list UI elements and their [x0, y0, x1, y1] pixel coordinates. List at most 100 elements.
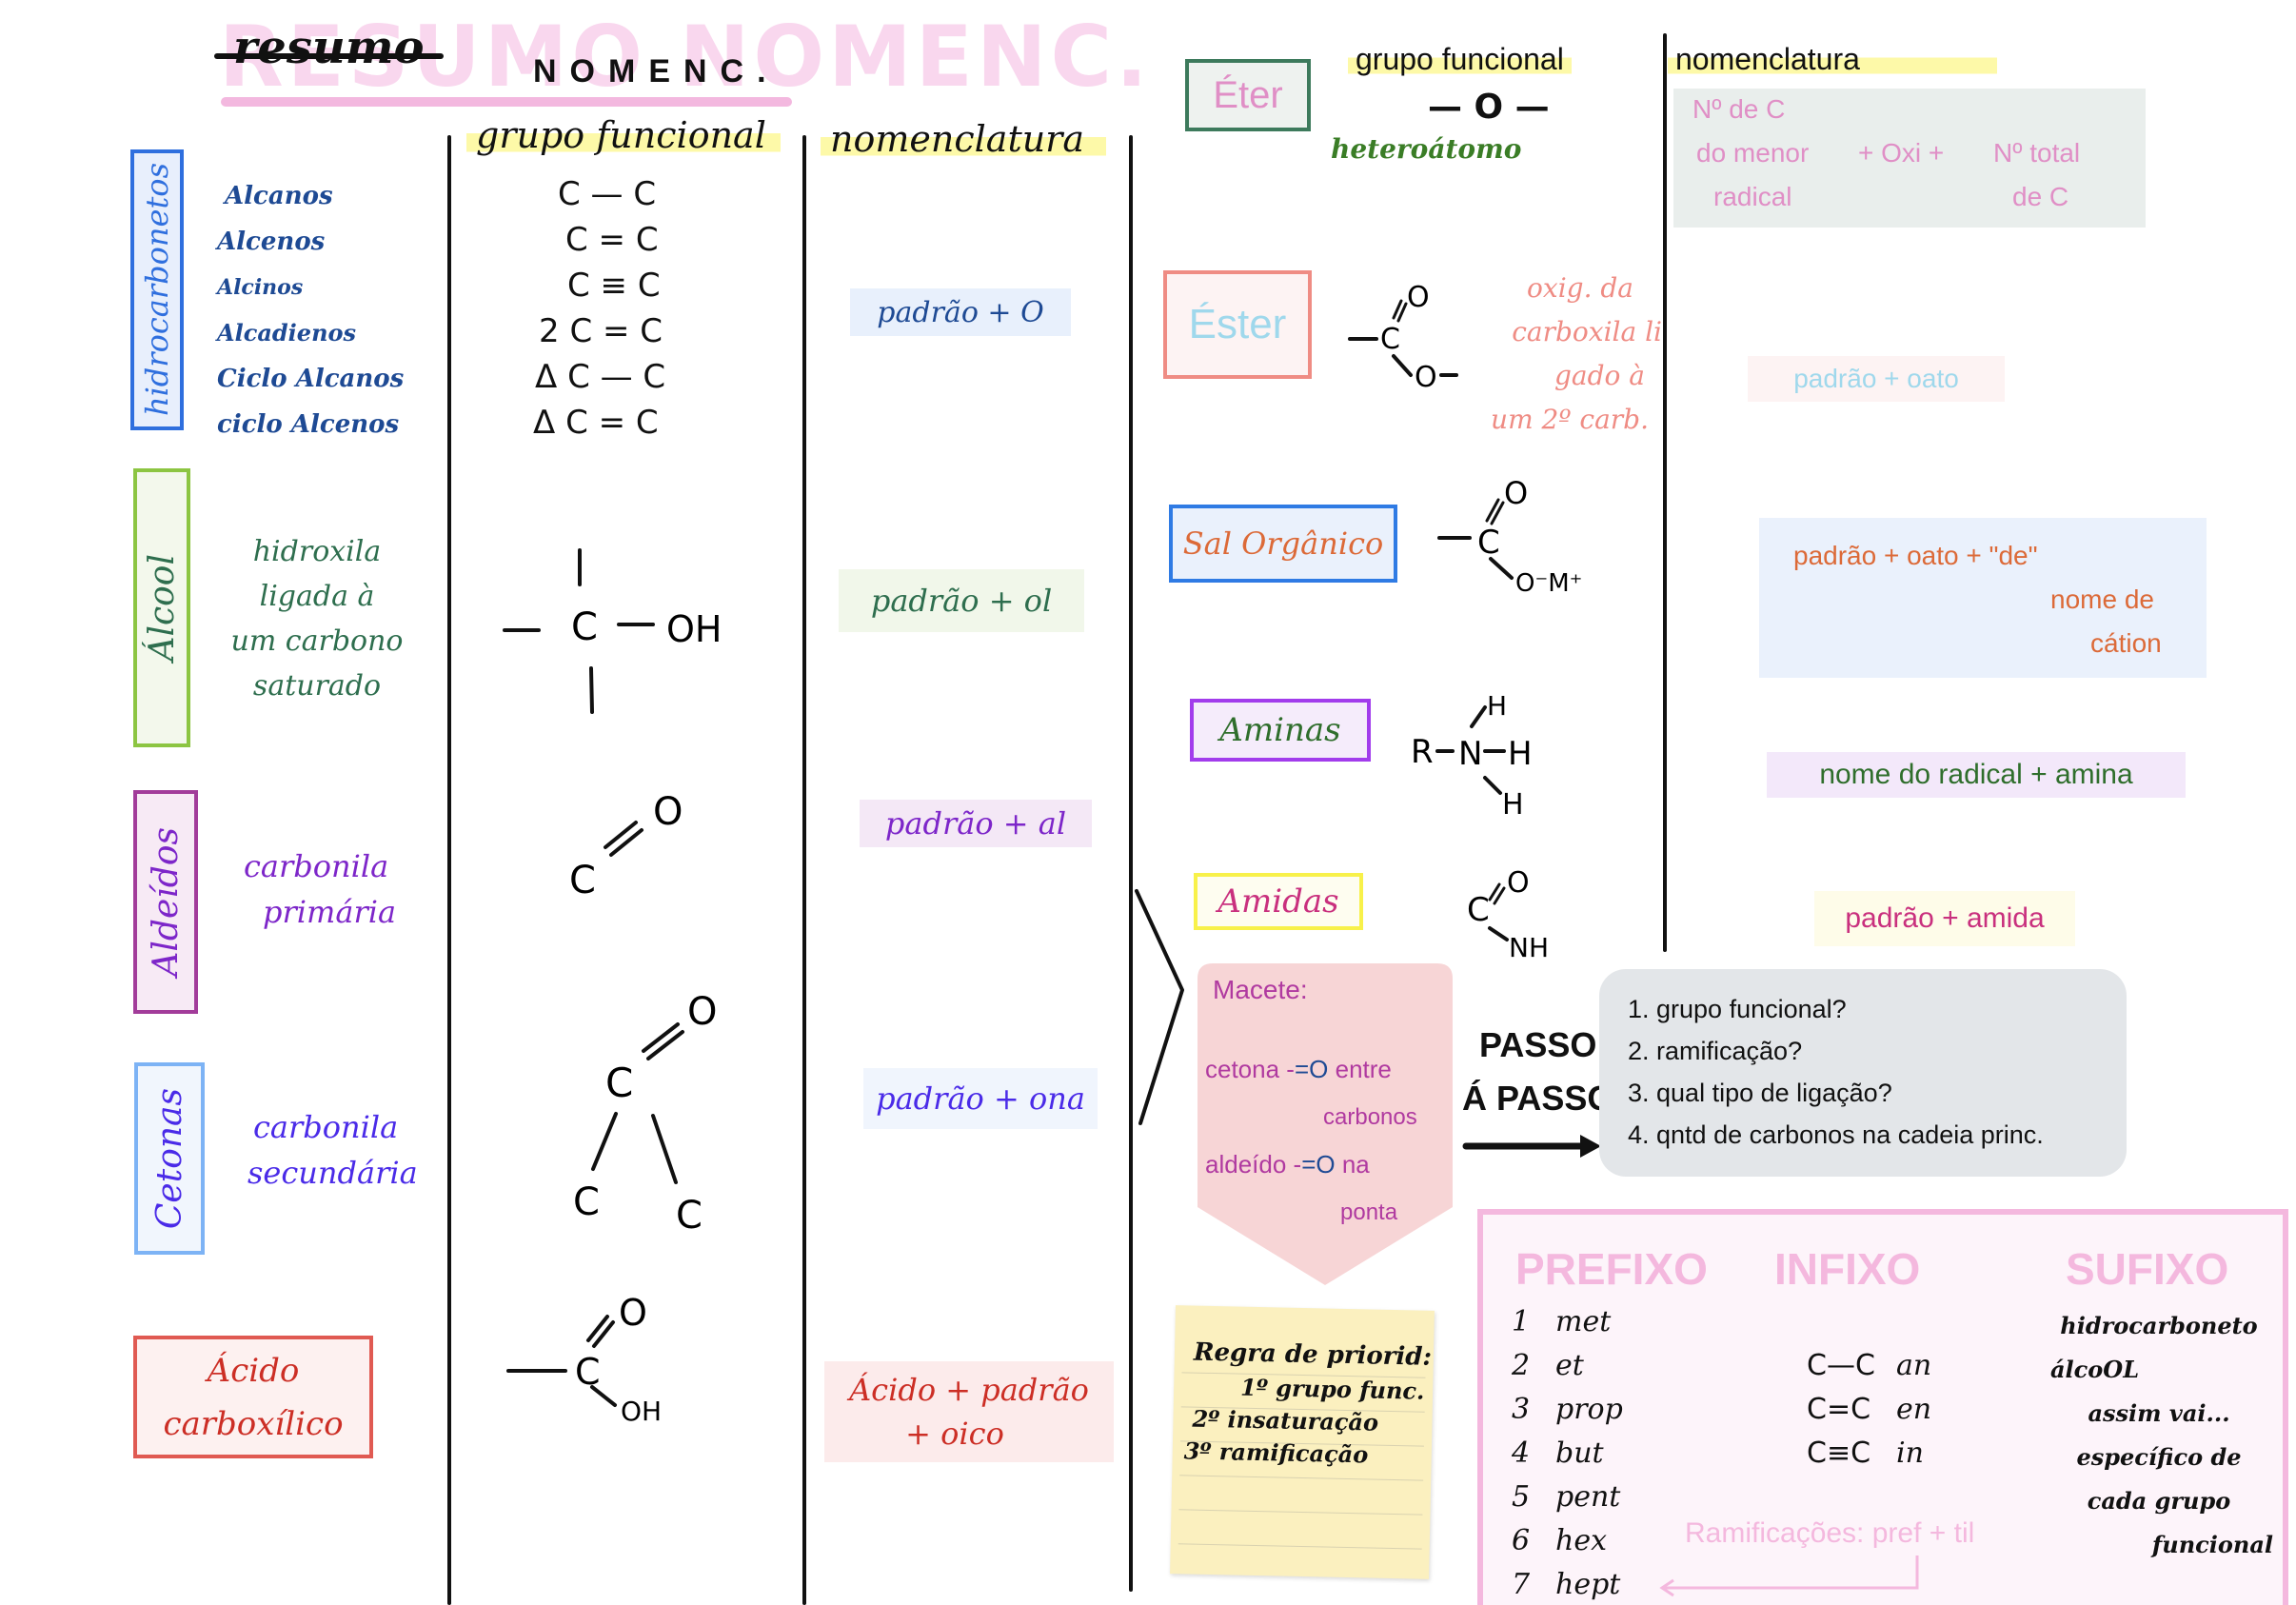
eter-note: heteroátomo	[1331, 133, 1522, 165]
suffix-item: cada grupo	[2087, 1487, 2231, 1515]
nom-line: Ácido + padrão	[849, 1372, 1089, 1408]
atom-o: O	[619, 1292, 647, 1334]
header-nomenclature-right: nomenclatura	[1668, 42, 1997, 77]
passo-title-1: PASSO	[1479, 1025, 1597, 1064]
macete-aldeido-2: ponta	[1340, 1199, 1398, 1225]
atom-o-salt: O⁻M⁺	[1515, 569, 1582, 598]
passo-steps-box: 1. grupo funcional? 2. ramificação? 3. q…	[1599, 969, 2127, 1177]
formula-eter: — O —	[1428, 88, 1550, 127]
passo-title-2: Á PASSO	[1462, 1079, 1614, 1118]
label-aldeidos: Aldeídos	[133, 790, 198, 1014]
title-strike-word: resumo	[214, 21, 444, 74]
desc-line: carbonila	[253, 1109, 399, 1145]
suffix-list: hidrocarboneto álcoOL assim vai... espec…	[2045, 1304, 2273, 1567]
label-acido-carboxilico: Ácido carboxílico	[133, 1336, 373, 1458]
atom-c-left: C	[573, 1180, 600, 1224]
arrow-right-icon	[1462, 1135, 1601, 1158]
divider-col-4	[1663, 33, 1667, 952]
alcool-description: hidroxila ligada à um carbono saturado	[217, 529, 417, 708]
header-infix: INFIXO	[1774, 1244, 1921, 1294]
atom-o: O	[653, 790, 683, 834]
header-nomenclature: nomenclatura	[821, 118, 1106, 160]
atom-c: C	[1380, 323, 1400, 356]
atom-nh: NH	[1509, 932, 1549, 963]
formula-amidas: C O NH	[1467, 866, 1549, 963]
nomenclature-acido-carboxilico: Ácido + padrão + oico	[824, 1361, 1114, 1462]
header-prefix: PREFIXO	[1515, 1244, 1708, 1294]
suffix-item: álcoOL	[2050, 1356, 2140, 1383]
sticky-title: Regra de priorid:	[1193, 1338, 1433, 1372]
atom-o: O	[687, 990, 717, 1034]
suffix-item: assim vai...	[2088, 1399, 2230, 1427]
atom-c: C	[575, 1351, 601, 1393]
atom-n: N	[1458, 735, 1482, 773]
desc-line: saturado	[252, 669, 382, 703]
label-hidrocarbonetos: hidrocarbonetos	[130, 149, 184, 430]
formula-alceno: C = C	[565, 221, 659, 259]
formula-cicloalcano: Δ C — C	[535, 358, 666, 396]
desc-line: carbonila	[244, 848, 389, 884]
nomenclature-aminas: nome do radical + amina	[1767, 752, 2186, 798]
hydrocarbon-formulas: C — C C = C C ≡ C 2 C = C Δ C — C Δ C = …	[533, 171, 704, 446]
step-item: 2. ramificação?	[1628, 1037, 1803, 1065]
atom-r: R	[1411, 733, 1434, 771]
suffix-item: hidrocarboneto	[2060, 1312, 2258, 1339]
label-sal-organico: Sal Orgânico	[1169, 505, 1397, 583]
desc-line: ligada à	[259, 580, 375, 613]
label-alcool: Álcool	[133, 468, 190, 747]
desc-line: um carbono	[230, 624, 404, 658]
desc-line: secundária	[247, 1155, 418, 1191]
ester-note: oxig. da carboxila li gado à um 2º carb.	[1456, 267, 1662, 442]
aldeidos-description: carbonila primária	[244, 843, 396, 935]
formula-ester: C O O	[1348, 281, 1458, 394]
label-cetonas: Cetonas	[134, 1062, 205, 1255]
atom-o-top: O	[1407, 281, 1430, 314]
label-ester: Éster	[1163, 270, 1312, 379]
suffix-item: específico de	[2076, 1443, 2242, 1471]
formula-acido-carboxilico: C O OH	[506, 1292, 662, 1427]
formula-aldeido: C O	[569, 790, 683, 902]
atom-o: O	[1507, 866, 1530, 900]
header-functional-group: grupo funcional	[466, 114, 781, 156]
header-functional-group-right: grupo funcional	[1348, 42, 1572, 77]
formula-alcano: C — C	[558, 175, 657, 213]
sticky-line: 2º insaturação	[1192, 1404, 1379, 1437]
note-line: um 2º carb.	[1491, 404, 1649, 435]
atom-c: C	[571, 605, 598, 649]
nom-line: + oico	[905, 1416, 1004, 1452]
nom-line: Nº de C	[1692, 94, 1786, 124]
macete-aldeido: aldeído -=O na	[1205, 1150, 1370, 1179]
nom-line: de C	[2012, 182, 2069, 211]
suffix-item: funcional	[2151, 1531, 2273, 1558]
step-item: 4. qntd de carbonos na cadeia princ.	[1628, 1120, 2044, 1149]
atom-h-bottom: H	[1502, 788, 1524, 822]
atom-c: C	[605, 1060, 633, 1106]
sticky-line: 3º ramificação	[1183, 1437, 1369, 1469]
note-line: oxig. da	[1527, 272, 1633, 304]
list-item: Alcadienos	[217, 319, 357, 347]
atom-c: C	[1477, 524, 1500, 562]
cetonas-description: carbonila secundária	[247, 1104, 418, 1196]
note-line: gado à	[1554, 360, 1645, 391]
page-title: NOMENC.	[533, 53, 780, 89]
arrow-left-icon	[1659, 1555, 1919, 1597]
nom-line: padrão + oato + "de"	[1793, 541, 2038, 570]
desc-line: hidroxila	[252, 535, 382, 568]
formula-cicloalceno: Δ C = C	[533, 404, 659, 442]
step-item: 1. grupo funcional?	[1628, 995, 1847, 1023]
atom-o-top: O	[1504, 475, 1528, 511]
nom-line: Nº total	[1993, 138, 2081, 168]
list-item: Alcenos	[217, 228, 326, 256]
nomenclature-aldeidos: padrão + al	[860, 800, 1092, 847]
atom-c: C	[569, 859, 596, 902]
